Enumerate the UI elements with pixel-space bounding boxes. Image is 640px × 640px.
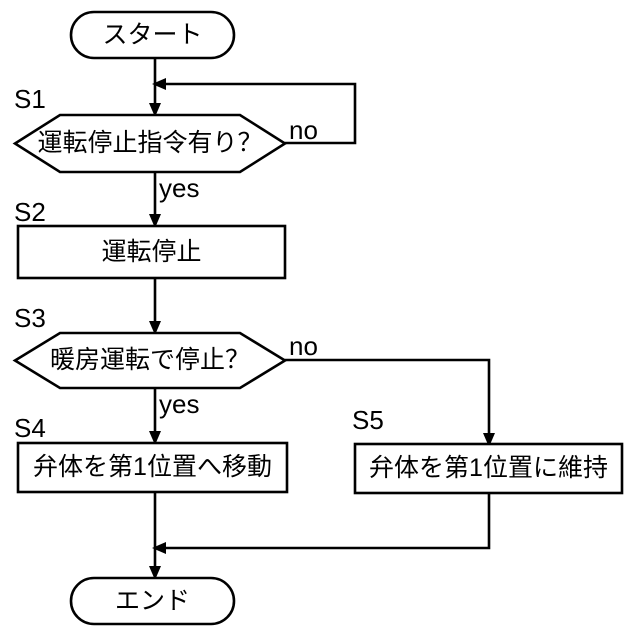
node-shape-s1[interactable] <box>12 113 288 174</box>
arrowhead-into-s4 <box>149 431 161 445</box>
edge-label-s1-no: no <box>289 115 318 145</box>
node-shape-start[interactable] <box>69 10 236 60</box>
edge-label-s3-yes: yes <box>159 389 200 419</box>
step-label-s2: S2 <box>14 197 46 227</box>
step-label-s3: S3 <box>14 303 46 333</box>
step-label-s4: S4 <box>14 413 46 443</box>
edge-s3-no-to-s5 <box>284 358 491 443</box>
arrowhead-s5-merge <box>152 542 166 554</box>
node-shape-s3[interactable] <box>12 331 288 390</box>
arrowhead-into-s5 <box>483 433 495 447</box>
node-shape-s5[interactable] <box>353 442 624 495</box>
arrowhead-into-s2 <box>149 214 161 228</box>
step-label-s1: S1 <box>14 84 46 114</box>
edge-label-s1-yes: yes <box>159 173 200 203</box>
arrowhead-into-end <box>149 566 161 580</box>
node-shape-group <box>12 10 624 626</box>
arrowhead-group <box>149 78 495 580</box>
arrowhead-into-s3 <box>149 321 161 335</box>
arrowhead-s1-loop-return <box>152 78 166 90</box>
node-shape-s4[interactable] <box>16 441 289 494</box>
step-label-s5: S5 <box>352 405 384 435</box>
edge-label-s3-no: no <box>289 331 318 361</box>
edge-s5-to-merge <box>155 491 491 550</box>
node-shape-s2[interactable] <box>16 224 287 280</box>
node-shape-end[interactable] <box>69 576 236 626</box>
edge-s1-no-loop <box>155 82 357 145</box>
arrowhead-into-s1 <box>149 103 161 117</box>
connector-group <box>153 56 491 577</box>
